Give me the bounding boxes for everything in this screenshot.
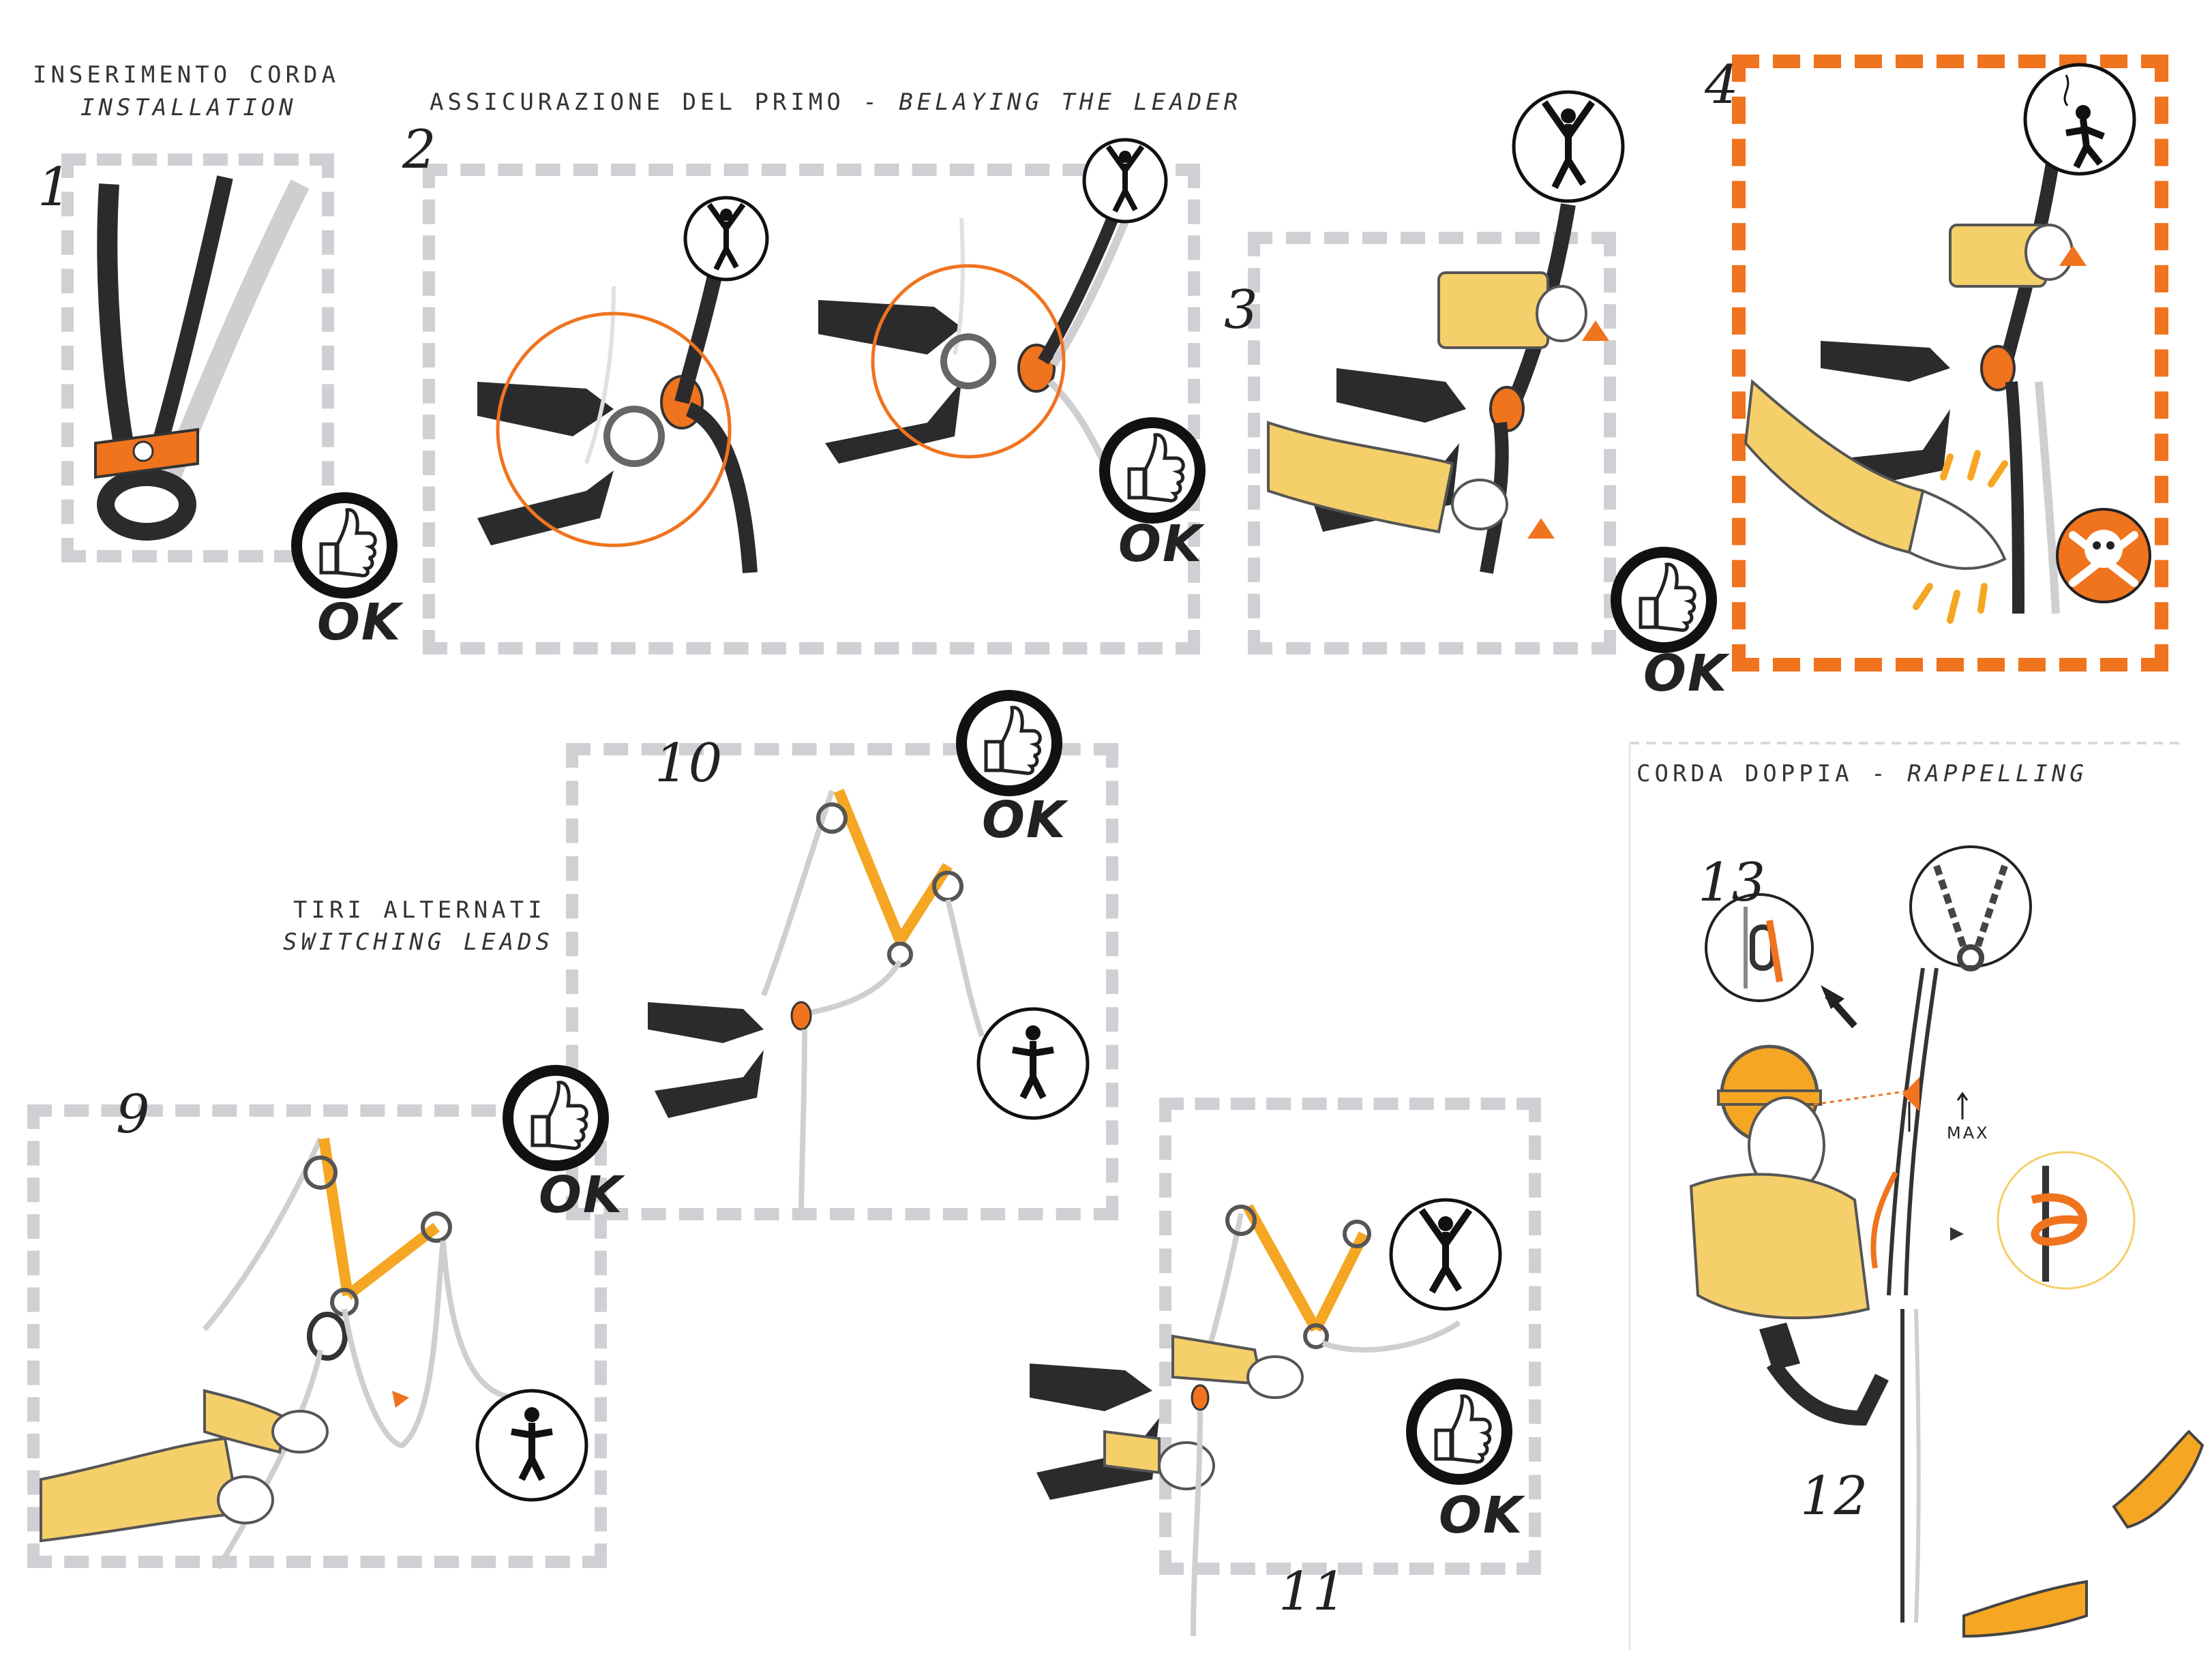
climber-icon xyxy=(683,196,769,282)
step-2-left-illustration xyxy=(477,237,758,573)
step-number-10: 10 xyxy=(655,733,723,794)
step-number-3: 3 xyxy=(1224,280,1258,341)
step-number-1: 1 xyxy=(38,157,72,218)
step-3-illustration xyxy=(1267,203,1609,574)
heading-switching-en: SWITCHING LEADS xyxy=(283,929,554,956)
heading-rappelling-en: RAPPELLING xyxy=(1907,760,2088,787)
climber-falling-icon xyxy=(2023,63,2136,176)
thumbs-up-icon xyxy=(508,1070,603,1166)
anchor-chain-icon xyxy=(1909,845,2032,971)
frame-step-9 xyxy=(27,1104,607,1568)
step-1-illustration xyxy=(94,175,310,541)
heading-rappelling-it: CORDA DOPPIA - xyxy=(1636,760,1889,787)
climber-icon xyxy=(1082,138,1168,224)
step-number-4: 4 xyxy=(1705,55,1739,116)
heading-switching-en-wrap: SWITCHING LEADS xyxy=(283,929,554,956)
step-number-11: 11 xyxy=(1279,1561,1347,1623)
climbing-shoes xyxy=(1962,1430,2204,1638)
step-2-right-illustration xyxy=(818,202,1136,466)
ok-label: OK xyxy=(982,791,1067,849)
heading-installation-it: INSERIMENTO CORDA xyxy=(33,61,340,89)
step-11-illustration xyxy=(1030,1204,1461,1637)
heading-belaying-en: BELAYING THE LEADER xyxy=(899,89,1242,116)
frame-step-4-danger xyxy=(1732,55,2168,672)
step-number-2: 2 xyxy=(402,119,436,181)
climber-icon xyxy=(1512,90,1625,203)
heading-installation-en-text: INSTALLATION xyxy=(80,94,297,121)
climber-icon xyxy=(475,1389,588,1502)
step-10-illustration xyxy=(648,788,985,1221)
frame-step-1 xyxy=(61,153,334,562)
ok-label: OK xyxy=(317,593,402,652)
thumbs-up-icon xyxy=(297,498,392,593)
heading-installation-en: INSTALLATION xyxy=(80,94,297,121)
thumbs-up-icon xyxy=(1616,552,1712,648)
climber-icon xyxy=(976,1007,1090,1120)
skull-crossbones-icon xyxy=(2056,508,2151,603)
step-13-illustration xyxy=(1705,893,1857,1029)
step-number-12: 12 xyxy=(1800,1466,1868,1527)
step-9-illustration xyxy=(40,1137,519,1570)
thumbs-up-icon xyxy=(961,695,1057,791)
ok-label: OK xyxy=(539,1166,624,1224)
step-4-illustration xyxy=(1744,162,2087,624)
thumbs-up-icon xyxy=(1105,423,1200,518)
heading-rappelling: CORDA DOPPIA - RAPPELLING xyxy=(1636,760,2088,787)
max-label: MAX xyxy=(1947,1124,1990,1143)
step-number-9: 9 xyxy=(116,1084,150,1145)
climber-icon xyxy=(1389,1198,1502,1311)
step-number-13: 13 xyxy=(1698,852,1766,914)
ok-label: OK xyxy=(1118,515,1204,573)
step-12-illustration xyxy=(1689,967,2136,1623)
heading-belaying: ASSICURAZIONE DEL PRIMO - BELAYING THE L… xyxy=(430,89,1242,116)
ok-label: OK xyxy=(1439,1486,1524,1545)
frame-step-2 xyxy=(423,164,1200,654)
heading-belaying-it: ASSICURAZIONE DEL PRIMO - xyxy=(430,89,881,116)
heading-switching-it: TIRI ALTERNATI xyxy=(293,896,546,924)
thumbs-up-icon xyxy=(1411,1384,1507,1479)
ok-label: OK xyxy=(1643,644,1729,703)
